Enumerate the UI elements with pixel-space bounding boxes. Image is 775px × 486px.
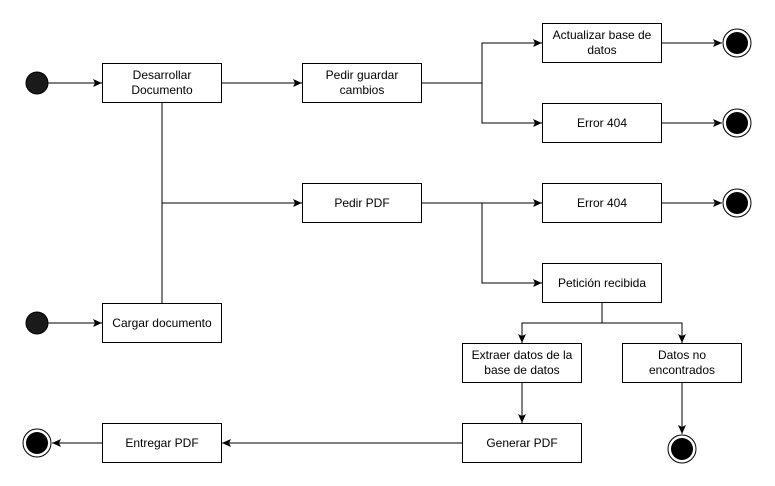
final-state-actualizar	[722, 28, 752, 58]
node-actualizar-base-datos: Actualizar base de datos	[542, 23, 662, 63]
edge-pedir-pdf-peticion	[481, 203, 542, 287]
edge-pedir-guardar-fork	[422, 39, 542, 84]
initial-state-2	[25, 311, 49, 335]
node-cargar-documento: Cargar documento	[102, 303, 222, 343]
edge-peticion-no-encontrados	[602, 322, 686, 343]
node-pedir-pdf: Pedir PDF	[302, 183, 422, 223]
final-state-error404-a	[722, 108, 752, 138]
edge-peticion-extraer	[518, 303, 603, 343]
node-error-404-a: Error 404	[542, 103, 662, 143]
node-pedir-guardar-cambios: Pedir guardar cambios	[302, 63, 422, 103]
node-error-404-b: Error 404	[542, 183, 662, 223]
final-state-entregar	[22, 428, 52, 458]
edge-fork-error404-a	[481, 83, 542, 127]
final-state-error404-b	[722, 188, 752, 218]
node-desarrollar-documento: Desarrollar Documento	[102, 63, 222, 103]
node-datos-no-encontrados: Datos no encontrados	[622, 343, 742, 383]
node-generar-pdf: Generar PDF	[462, 423, 582, 463]
node-entregar-pdf: Entregar PDF	[102, 423, 222, 463]
initial-state-1	[25, 71, 49, 95]
final-state-no-encontrados	[667, 434, 697, 464]
node-extraer-datos: Extraer datos de la base de datos	[462, 343, 582, 383]
node-peticion-recibida: Petición recibida	[542, 263, 662, 303]
